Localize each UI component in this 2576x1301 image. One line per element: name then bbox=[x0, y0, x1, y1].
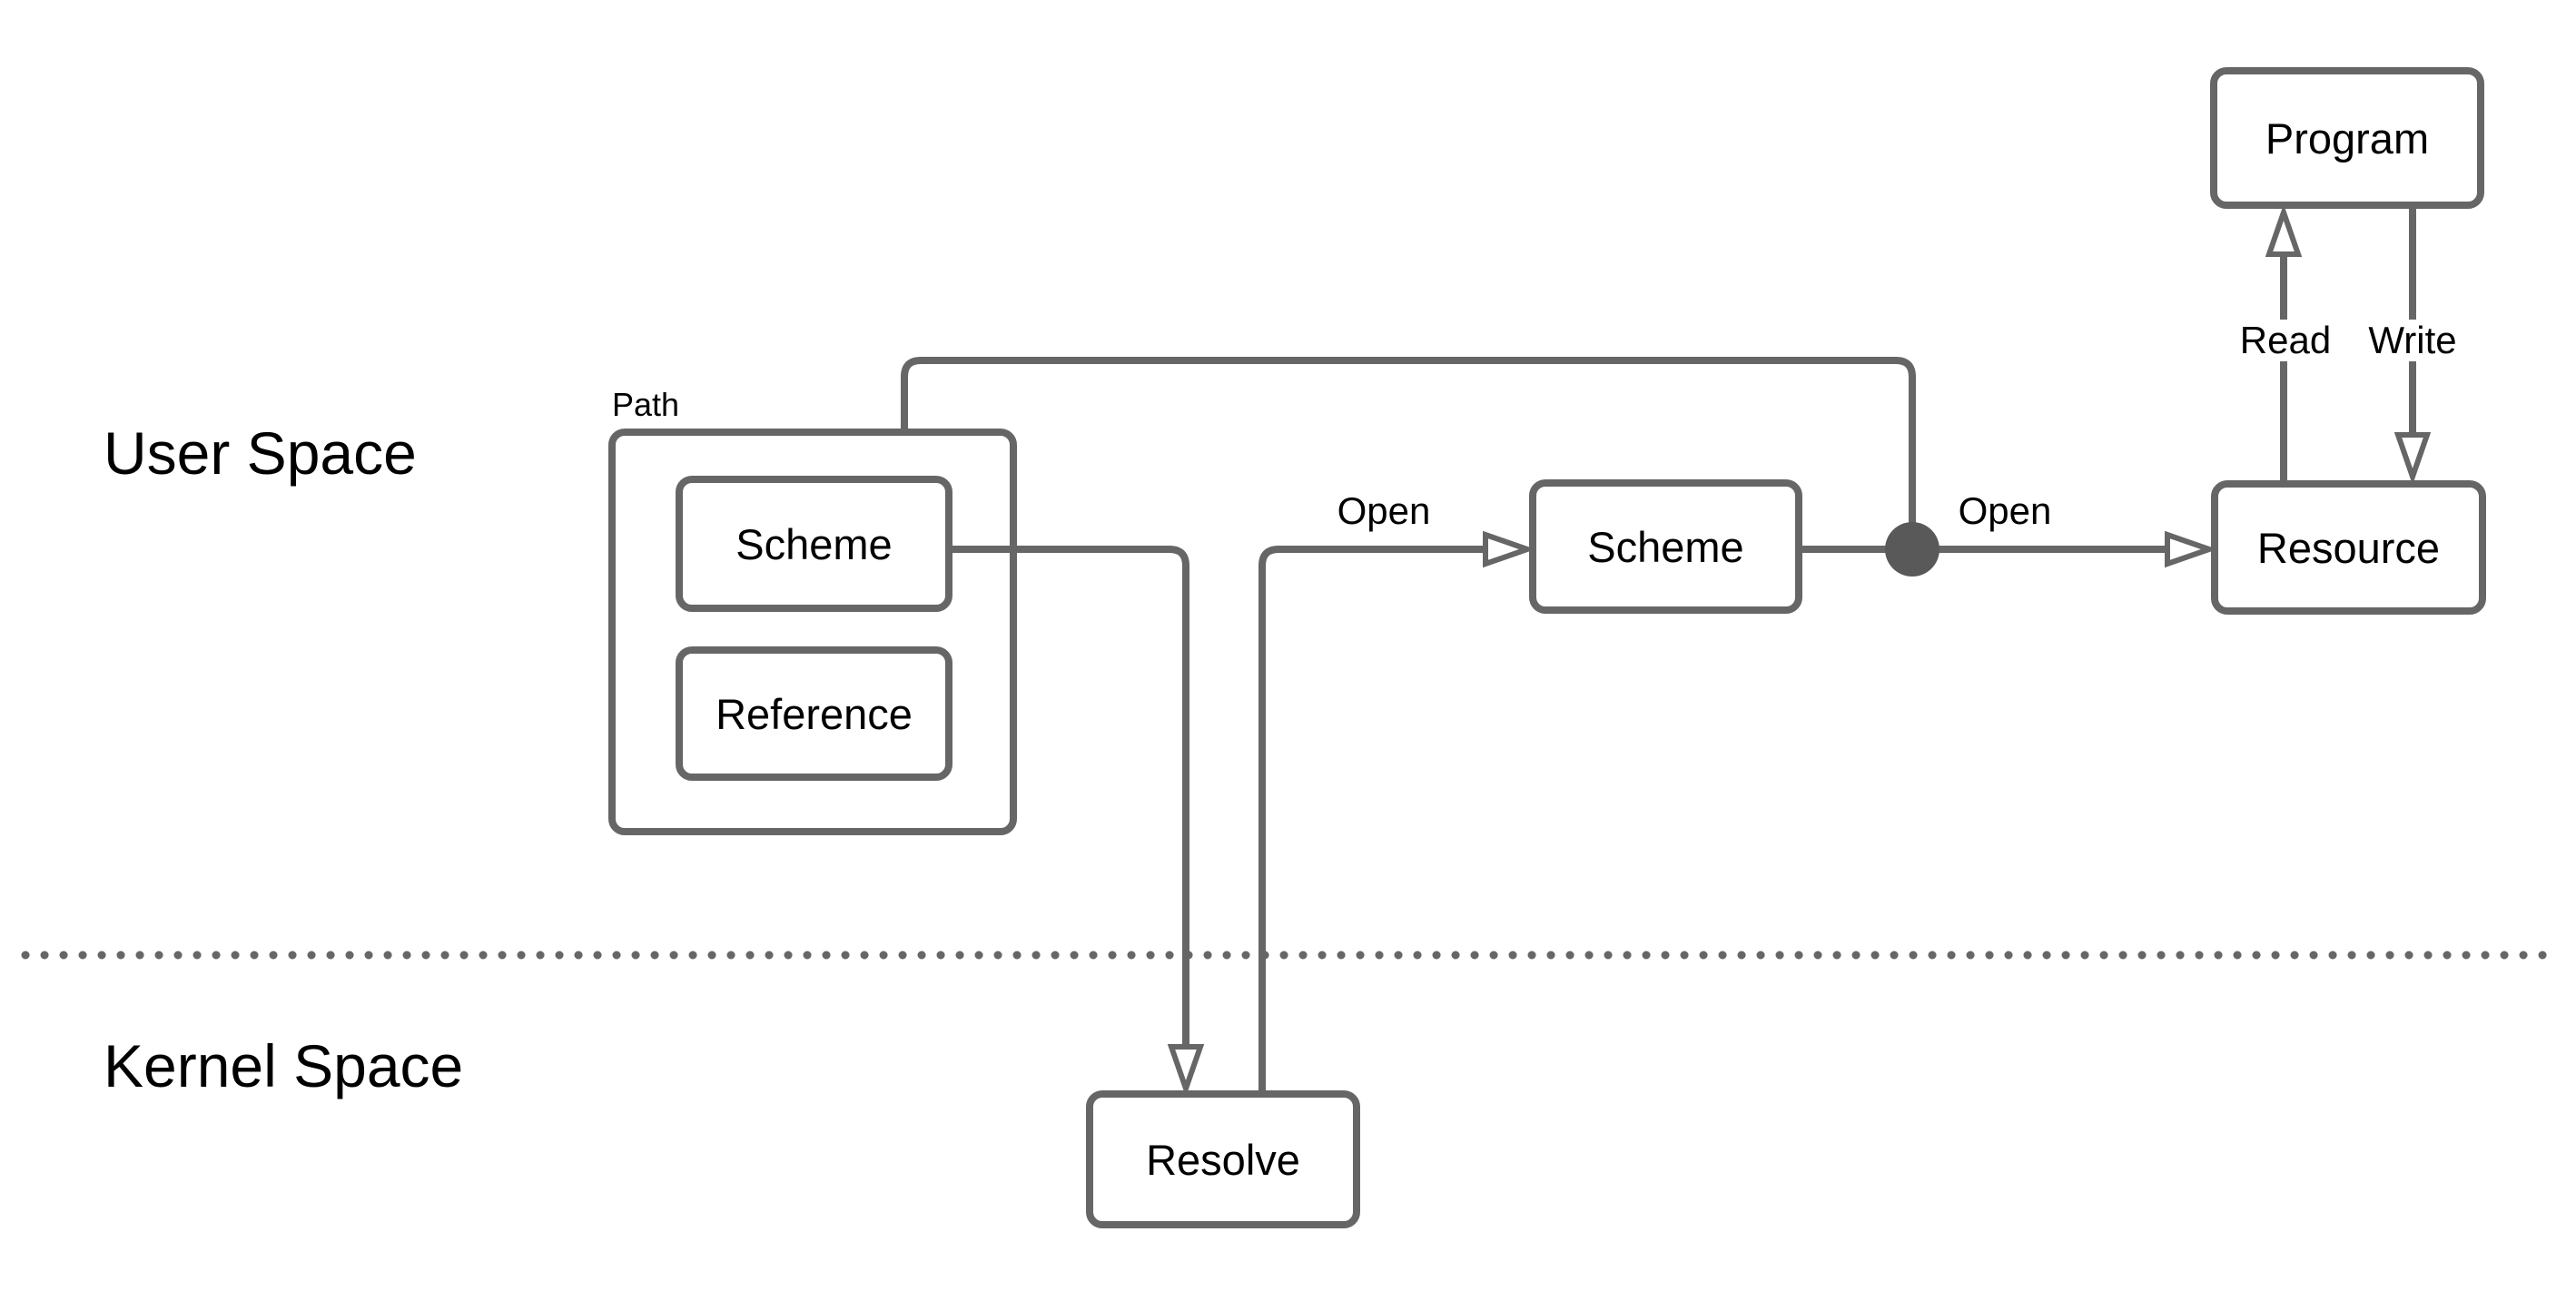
node-label: Scheme bbox=[735, 519, 893, 568]
junction-dot bbox=[1885, 522, 1939, 577]
node-resolve: Resolve bbox=[1086, 1090, 1360, 1228]
node-resource: Resource bbox=[2211, 480, 2486, 615]
path-group-label: Path bbox=[612, 386, 680, 423]
node-label: Resolve bbox=[1146, 1135, 1300, 1184]
open-label-resource: Open bbox=[1950, 489, 2059, 533]
user-space-label: User Space bbox=[104, 419, 417, 487]
arrowhead-right-scheme bbox=[1483, 530, 1536, 568]
kernel-space-label: Kernel Space bbox=[104, 1032, 464, 1099]
arrowhead-down-resource bbox=[2393, 432, 2432, 486]
arrowhead-right-resource bbox=[2165, 530, 2218, 568]
node-scheme-outer: Scheme bbox=[1529, 479, 1802, 614]
node-label: Resource bbox=[2256, 523, 2441, 572]
write-label: Write bbox=[2361, 319, 2464, 362]
node-label: Program bbox=[2265, 113, 2430, 163]
read-label: Read bbox=[2232, 319, 2339, 362]
arrowhead-up-program bbox=[2265, 203, 2303, 257]
node-label: Scheme bbox=[1587, 522, 1744, 571]
node-scheme-inner: Scheme bbox=[676, 476, 952, 612]
node-label: Reference bbox=[716, 689, 913, 738]
edge-resolve-to-scheme bbox=[1258, 546, 1485, 1090]
open-label-scheme: Open bbox=[1329, 489, 1438, 533]
node-reference: Reference bbox=[676, 646, 952, 781]
node-program: Program bbox=[2210, 67, 2484, 209]
arrowhead-down-resolve bbox=[1167, 1044, 1205, 1098]
